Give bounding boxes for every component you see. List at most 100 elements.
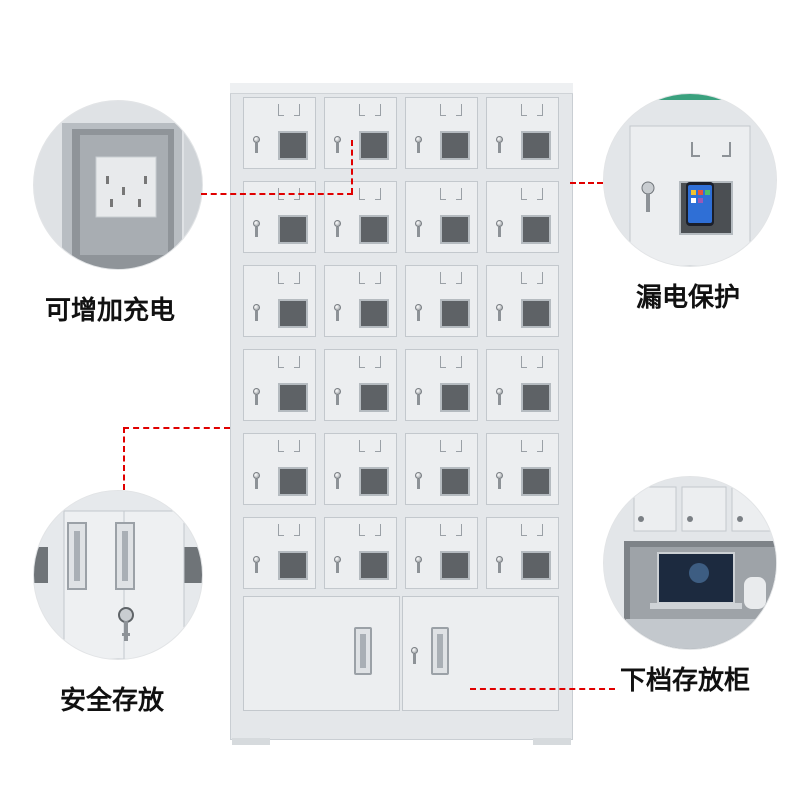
- vent-icon: [537, 356, 543, 368]
- callout-line-safe-v: [123, 427, 125, 490]
- feature-label-charging: 可增加充电: [45, 296, 176, 326]
- cabinet-top: [230, 83, 573, 94]
- lock-icon: [496, 136, 503, 143]
- vent-icon: [440, 440, 446, 452]
- lock-icon: [334, 136, 341, 143]
- vent-icon: [375, 440, 381, 452]
- callout-circle-safe: [33, 490, 203, 660]
- lock-icon: [334, 556, 341, 563]
- locker-window: [521, 131, 551, 160]
- vent-icon: [359, 356, 365, 368]
- key-icon: [417, 311, 420, 321]
- lower-storage-compartment: [243, 596, 559, 711]
- key-icon: [498, 143, 501, 153]
- vent-icon: [456, 356, 462, 368]
- locker-window: [521, 383, 551, 412]
- key-icon: [336, 395, 339, 405]
- key-icon: [417, 395, 420, 405]
- key-icon: [336, 311, 339, 321]
- key-icon: [417, 479, 420, 489]
- locker-window: [359, 299, 389, 328]
- key-icon: [417, 227, 420, 237]
- vent-icon: [278, 356, 284, 368]
- vent-icon: [537, 104, 543, 116]
- lock-icon: [496, 388, 503, 395]
- vent-icon: [537, 272, 543, 284]
- locker-door: [405, 349, 478, 421]
- vent-icon: [456, 440, 462, 452]
- locker-window: [359, 467, 389, 496]
- vent-icon: [440, 188, 446, 200]
- vent-icon: [375, 356, 381, 368]
- locker-door: [405, 517, 478, 589]
- phone-icon: [686, 182, 714, 226]
- vent-icon: [537, 440, 543, 452]
- feature-label-leakage: 漏电保护: [636, 283, 741, 313]
- vent-icon: [359, 188, 365, 200]
- locker-door: [486, 181, 559, 253]
- locker-window: [359, 551, 389, 580]
- locker-window: [440, 467, 470, 496]
- key-icon: [336, 563, 339, 573]
- vent-icon: [375, 104, 381, 116]
- locker-door: [324, 349, 397, 421]
- vent-icon: [278, 524, 284, 536]
- locker-door: [243, 349, 316, 421]
- locker-door: [243, 265, 316, 337]
- locker-door: [486, 265, 559, 337]
- locker-door: [405, 97, 478, 169]
- key-icon: [336, 143, 339, 153]
- locker-window: [440, 131, 470, 160]
- locker-window: [440, 215, 470, 244]
- key-icon: [413, 654, 416, 664]
- vent-icon: [440, 356, 446, 368]
- key-icon: [498, 395, 501, 405]
- vent-icon: [521, 104, 527, 116]
- locker-door: [324, 433, 397, 505]
- lock-icon: [415, 304, 422, 311]
- locker-window: [278, 467, 308, 496]
- vent-icon: [359, 440, 365, 452]
- vent-icon: [521, 188, 527, 200]
- lower-door-right: [402, 596, 559, 711]
- locker-door: [324, 181, 397, 253]
- locker-door: [243, 517, 316, 589]
- lock-icon: [334, 472, 341, 479]
- locker-window: [278, 131, 308, 160]
- callout-line-safe-h: [123, 427, 230, 429]
- lock-icon: [496, 556, 503, 563]
- vent-icon: [359, 272, 365, 284]
- lock-icon: [415, 388, 422, 395]
- vent-icon: [521, 524, 527, 536]
- lock-icon: [415, 136, 422, 143]
- lock-icon: [253, 388, 260, 395]
- key-icon: [255, 227, 258, 237]
- key-icon: [336, 227, 339, 237]
- door-handle-icon: [431, 627, 449, 675]
- locker-door: [405, 433, 478, 505]
- locker-door: [243, 97, 316, 169]
- locker-door: [486, 349, 559, 421]
- lock-icon: [496, 304, 503, 311]
- vent-icon: [440, 104, 446, 116]
- locker-window: [521, 299, 551, 328]
- vent-icon: [278, 272, 284, 284]
- key-icon: [255, 143, 258, 153]
- lock-icon: [253, 136, 260, 143]
- lock-icon: [253, 556, 260, 563]
- locker-door: [486, 433, 559, 505]
- cabinet-foot-left: [232, 738, 270, 745]
- lock-icon: [415, 220, 422, 227]
- locker-door: [324, 265, 397, 337]
- vent-icon: [456, 188, 462, 200]
- key-icon: [255, 479, 258, 489]
- callout-line-charging-v: [351, 140, 353, 194]
- locker-window: [359, 383, 389, 412]
- vent-icon: [440, 272, 446, 284]
- feature-label-lower: 下档存放柜: [620, 666, 751, 696]
- vent-icon: [456, 272, 462, 284]
- lock-icon: [253, 220, 260, 227]
- locker-window: [278, 551, 308, 580]
- key-icon: [255, 311, 258, 321]
- vent-icon: [294, 104, 300, 116]
